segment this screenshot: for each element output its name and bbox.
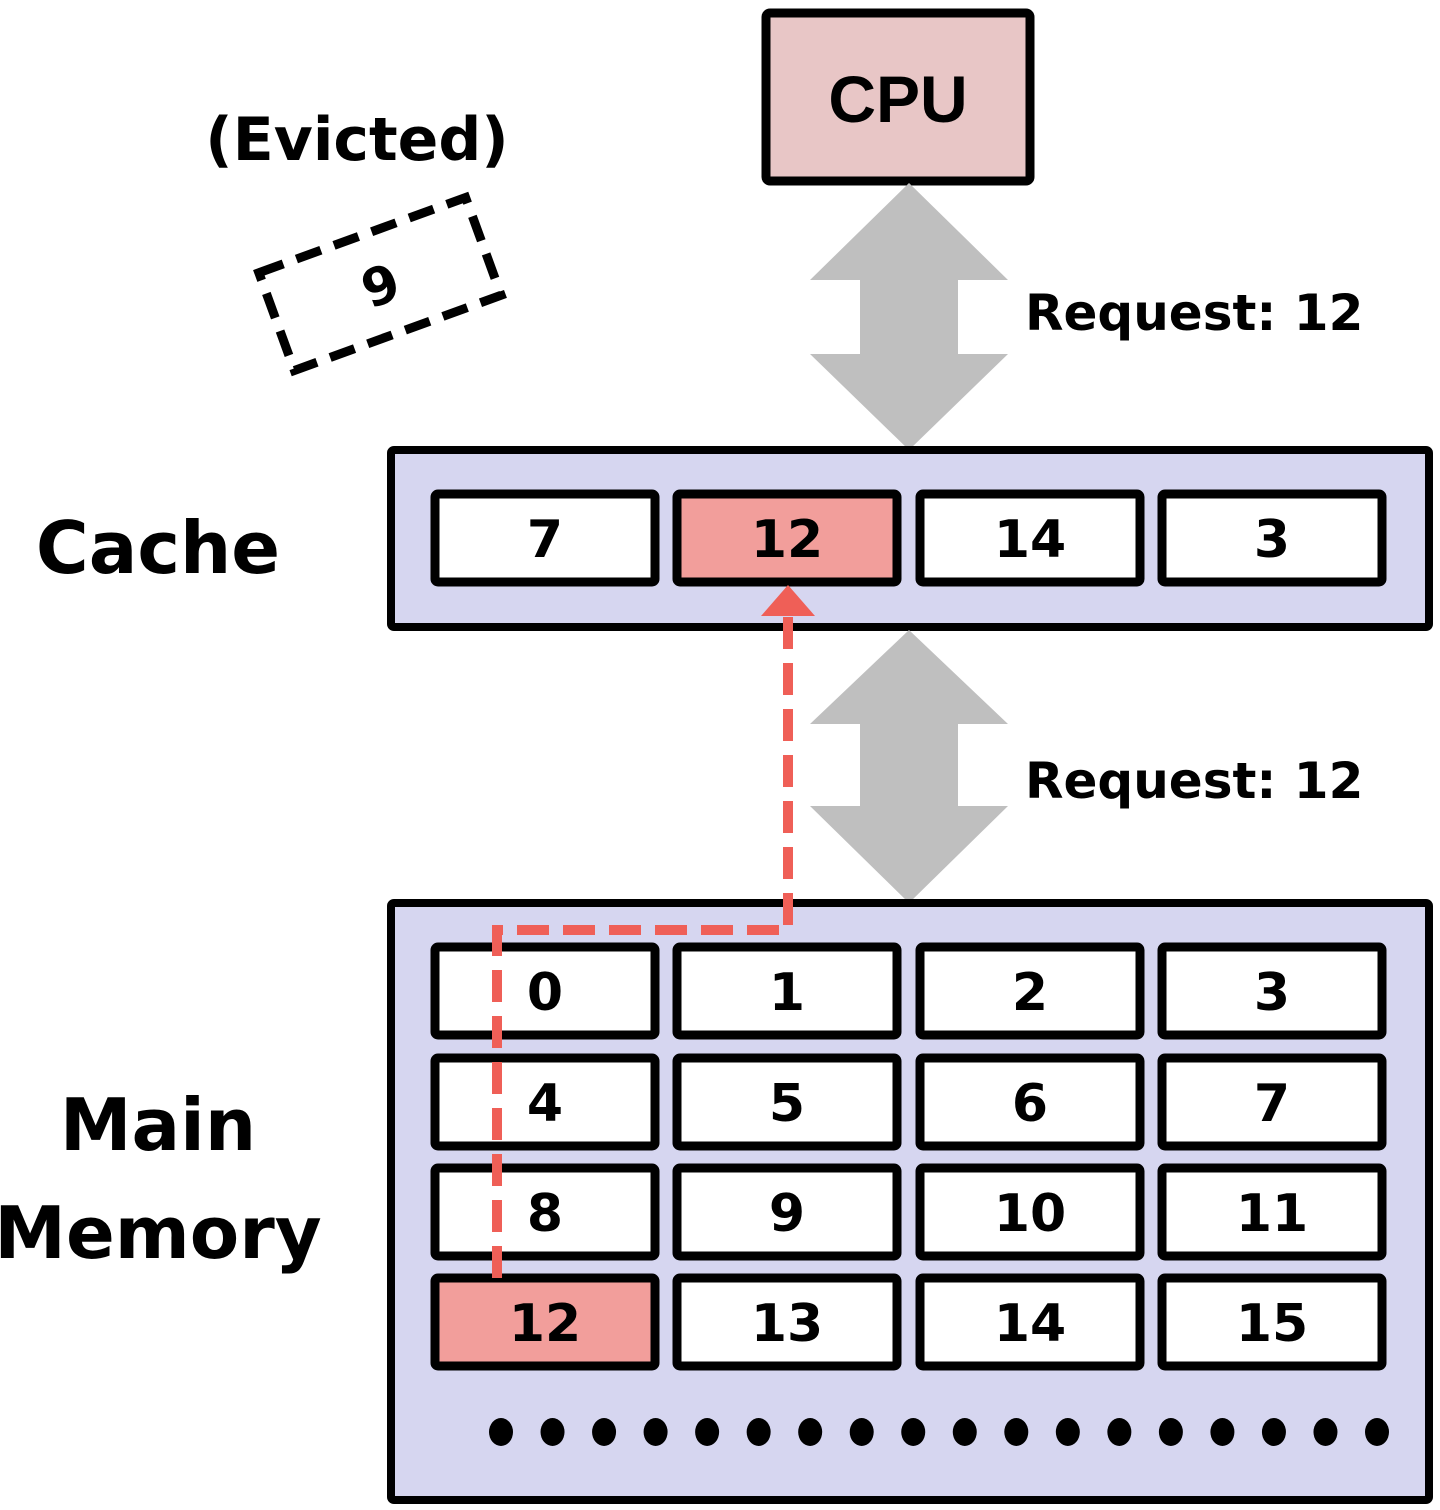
memory-block-value: 0 — [527, 963, 563, 1023]
ellipsis-dot — [489, 1418, 513, 1446]
memory-block: 9 — [672, 1163, 902, 1261]
memory-block: 3 — [1157, 942, 1387, 1040]
ellipsis-dot — [901, 1418, 926, 1446]
memory-block-value: 10 — [994, 1184, 1066, 1244]
ellipsis-dot — [1158, 1418, 1183, 1446]
evicted-block: 9 — [253, 191, 507, 377]
evicted-block-value: 9 — [354, 252, 409, 321]
memory-block-box — [1157, 1053, 1387, 1151]
memory-block-box — [915, 1163, 1145, 1261]
cache-block-value: 12 — [751, 510, 823, 570]
memory-block: 15 — [1157, 1273, 1387, 1371]
cpu-label: CPU — [828, 62, 967, 136]
memory-block-value: 12 — [509, 1294, 581, 1354]
request-label-cache-memory: Request: 12 — [1025, 752, 1363, 810]
memory-block-value: 2 — [1012, 963, 1048, 1023]
memory-block-box — [1157, 1163, 1387, 1261]
ellipsis-dot — [1313, 1418, 1338, 1446]
memory-block-value: 4 — [527, 1074, 563, 1134]
memory-block: 10 — [915, 1163, 1145, 1261]
memory-block-box — [672, 1273, 902, 1371]
memory-block: 1 — [672, 942, 902, 1040]
memory-block-value: 1 — [769, 963, 805, 1023]
cache-block: 14 — [915, 489, 1145, 587]
memory-label-line1: Main — [60, 1083, 256, 1167]
memory-block-box — [672, 1163, 902, 1261]
ellipsis-dot — [1004, 1418, 1029, 1446]
fetch-path — [492, 612, 793, 1278]
cache-block-box — [915, 489, 1145, 587]
memory-block-box — [430, 942, 660, 1040]
cache-block-box — [672, 489, 902, 587]
memory-block-box — [1157, 942, 1387, 1040]
memory-block: 0 — [430, 942, 660, 1040]
cache-blocks: 7 12 14 3 — [430, 489, 1387, 587]
memory-block-value: 11 — [1236, 1184, 1308, 1244]
memory-block-box — [915, 942, 1145, 1040]
cache-block-value: 7 — [527, 510, 563, 570]
ellipsis-dot — [1261, 1418, 1286, 1446]
memory-block-box — [915, 1273, 1145, 1371]
memory-block: 6 — [915, 1053, 1145, 1151]
memory-block-value: 8 — [527, 1184, 563, 1244]
memory-block: 4 — [430, 1053, 660, 1151]
ellipsis-dot — [952, 1418, 977, 1446]
ellipsis-dot — [746, 1418, 771, 1446]
ellipsis-dot — [798, 1418, 823, 1446]
memory-block-box — [430, 1053, 660, 1151]
memory-block: 7 — [1157, 1053, 1387, 1151]
memory-block-value: 7 — [1254, 1074, 1290, 1134]
memory-block: 12 — [430, 1273, 660, 1371]
memory-block: 11 — [1157, 1163, 1387, 1261]
memory-block-value: 3 — [1254, 963, 1290, 1023]
memory-block-value: 6 — [1012, 1074, 1048, 1134]
memory-block-box — [672, 1053, 902, 1151]
memory-block-value: 14 — [994, 1294, 1066, 1354]
memory-block-value: 9 — [769, 1184, 805, 1244]
cache-block-value: 14 — [994, 510, 1066, 570]
evicted-label: (Evicted) — [205, 105, 508, 175]
memory-block: 14 — [915, 1273, 1145, 1371]
request-label-cpu-cache: Request: 12 — [1025, 284, 1363, 342]
memory-block-box — [1157, 1273, 1387, 1371]
ellipsis-dot — [540, 1418, 565, 1446]
double-arrow-icon — [810, 183, 1008, 450]
memory-block-box — [915, 1053, 1145, 1151]
memory-ellipsis — [489, 1418, 1389, 1446]
ellipsis-dot — [1055, 1418, 1080, 1446]
cache-block: 7 — [430, 489, 660, 587]
memory-block: 2 — [915, 942, 1145, 1040]
ellipsis-dot — [1365, 1418, 1389, 1446]
memory-block-value: 5 — [769, 1074, 805, 1134]
memory-block-box — [430, 1163, 660, 1261]
memory-block-box — [430, 1273, 660, 1371]
ellipsis-dot — [643, 1418, 668, 1446]
ellipsis-dot — [849, 1418, 874, 1446]
memory-block-value: 13 — [751, 1294, 823, 1354]
ellipsis-dot — [1210, 1418, 1235, 1446]
memory-block: 13 — [672, 1273, 902, 1371]
cache-block-value: 3 — [1254, 510, 1290, 570]
ellipsis-dot — [1107, 1418, 1132, 1446]
cache-block: 3 — [1157, 489, 1387, 587]
fetch-arrowhead-icon — [761, 585, 815, 616]
ellipsis-dot — [592, 1418, 617, 1446]
memory-block: 5 — [672, 1053, 902, 1151]
double-arrow-icon — [810, 630, 1008, 903]
memory-block: 8 — [430, 1163, 660, 1261]
memory-block-box — [672, 942, 902, 1040]
cache-label: Cache — [36, 506, 280, 590]
memory-label-line2: Memory — [0, 1191, 322, 1275]
cache-block-box — [1157, 489, 1387, 587]
cpu-box: CPU — [761, 8, 1035, 186]
cache-block: 12 — [672, 489, 902, 587]
ellipsis-dot — [695, 1418, 720, 1446]
memory-block-value: 15 — [1236, 1294, 1308, 1354]
cache-block-box — [430, 489, 660, 587]
